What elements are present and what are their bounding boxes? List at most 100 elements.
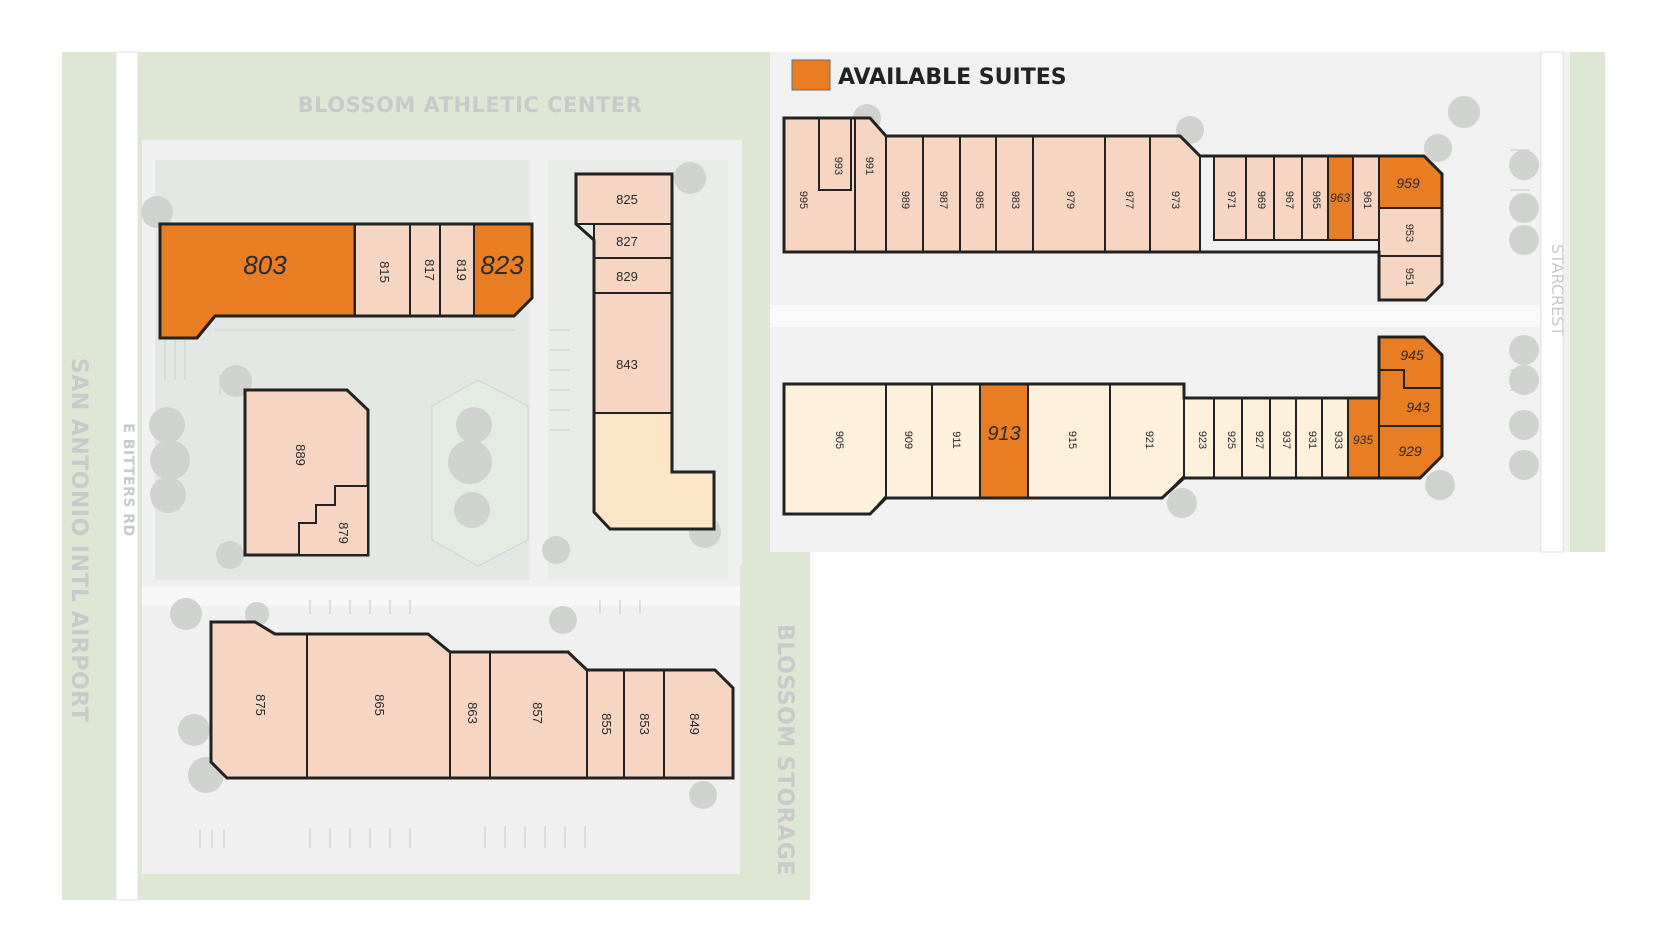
drive-aisle (142, 586, 752, 608)
suite-889-label: 889 (293, 444, 308, 466)
tree (141, 196, 173, 228)
suite-967-label: 967 (1283, 191, 1295, 209)
suite-853-label: 853 (637, 713, 652, 735)
tree (454, 492, 490, 528)
blossom-storage-label: BLOSSOM STORAGE (772, 624, 797, 876)
suite-857-label: 857 (530, 702, 545, 724)
tree (1509, 365, 1539, 395)
suite-879-label: 879 (336, 522, 351, 544)
suite-913[interactable] (979, 383, 1029, 499)
tree (1509, 450, 1539, 480)
suite-829-label: 829 (616, 269, 638, 284)
tree (170, 598, 202, 630)
legend-swatch (791, 59, 831, 91)
building-e-outline (782, 116, 1444, 302)
right-green-strip (1570, 52, 1605, 552)
tree (1509, 335, 1539, 365)
e-bitters-road (115, 51, 139, 901)
suite-983[interactable] (995, 135, 1034, 253)
suite-985[interactable] (959, 135, 997, 253)
suite-935-label: 935 (1353, 433, 1373, 447)
tree (149, 407, 185, 443)
tree (178, 714, 210, 746)
tree (1509, 225, 1539, 255)
right-drive-aisle (770, 305, 1540, 327)
suite-983-label: 983 (1009, 191, 1021, 209)
building-c: 889 879 (243, 388, 370, 557)
tree (542, 536, 570, 564)
suite-905-label: 905 (833, 431, 845, 449)
suite-985-label: 985 (973, 191, 985, 209)
building-e: 995 993 991 989 987 985 983 979 977 973 … (782, 116, 1444, 302)
suite-911[interactable] (931, 383, 981, 499)
suite-817-label: 817 (422, 259, 437, 281)
tree (1167, 488, 1197, 518)
suite-965[interactable] (1301, 155, 1329, 241)
tree (1509, 150, 1539, 180)
suite-979[interactable] (1032, 135, 1106, 253)
suite-929-label: 929 (1398, 443, 1422, 459)
suite-909-label: 909 (902, 431, 914, 449)
suite-937[interactable] (1269, 397, 1297, 479)
suite-987[interactable] (922, 135, 961, 253)
suite-931-label: 931 (1306, 431, 1318, 449)
building-f: 905 909 911 913 915 921 923 925 927 937 … (782, 335, 1444, 516)
blossom-athletic-center-label: BLOSSOM ATHLETIC CENTER (298, 93, 643, 117)
suite-819-label: 819 (454, 259, 469, 281)
suite-953-label: 953 (1403, 224, 1415, 242)
suite-991-label: 991 (863, 157, 875, 175)
suite-923-label: 923 (1196, 431, 1208, 449)
tree (216, 541, 244, 569)
e-bitters-rd-label: E BITTERS RD (120, 423, 136, 536)
suite-971[interactable] (1213, 155, 1247, 241)
building-a: 803 815 817 819 823 (158, 222, 534, 340)
suite-971-label: 971 (1225, 191, 1237, 209)
suite-993[interactable] (818, 117, 852, 191)
building-b-outline (574, 172, 716, 531)
suite-973-label: 973 (1169, 191, 1181, 209)
tree (150, 477, 186, 513)
building-a-outline (158, 222, 534, 340)
suite-937-label: 937 (1280, 431, 1292, 449)
suite-875-label: 875 (253, 694, 268, 716)
tree (674, 162, 706, 194)
suite-959-label: 959 (1396, 175, 1420, 191)
suite-977[interactable] (1104, 135, 1151, 253)
suite-865-label: 865 (372, 694, 387, 716)
suite-849-label: 849 (687, 713, 702, 735)
tree (448, 440, 492, 484)
suite-943-label: 943 (1406, 399, 1430, 415)
suite-803-label: 803 (243, 250, 287, 280)
building-d-outline (209, 620, 735, 780)
suite-969[interactable] (1245, 155, 1275, 241)
suite-879[interactable] (298, 485, 369, 556)
tree (456, 407, 492, 443)
suite-925-label: 925 (1225, 431, 1237, 449)
suite-855-label: 855 (599, 713, 614, 735)
building-f-outline (782, 335, 1444, 516)
suite-843-label: 843 (616, 357, 638, 372)
suite-815-label: 815 (377, 261, 392, 283)
suite-825-label: 825 (616, 192, 638, 207)
suite-911-label: 911 (950, 431, 962, 449)
suite-827-label: 827 (616, 234, 638, 249)
suite-963-label: 963 (1330, 191, 1350, 205)
tree (150, 440, 190, 480)
building-b: 825 827 829 843 (574, 172, 716, 531)
tree (1425, 470, 1455, 500)
suite-995-label: 995 (797, 191, 809, 209)
storage-green (740, 565, 810, 900)
suite-965-label: 965 (1310, 191, 1322, 209)
suite-991[interactable] (854, 117, 887, 253)
suite-863-label: 863 (465, 702, 480, 724)
suite-823-label: 823 (480, 250, 524, 280)
suite-979-label: 979 (1064, 191, 1076, 209)
suite-843[interactable] (593, 292, 673, 414)
building-d: 875 865 863 857 855 853 849 (209, 620, 735, 780)
suite-921-label: 921 (1143, 431, 1155, 449)
suite-927-label: 927 (1253, 431, 1265, 449)
starcrest-label: STARCREST (1548, 244, 1567, 337)
tree (1509, 410, 1539, 440)
tree (1424, 134, 1452, 162)
